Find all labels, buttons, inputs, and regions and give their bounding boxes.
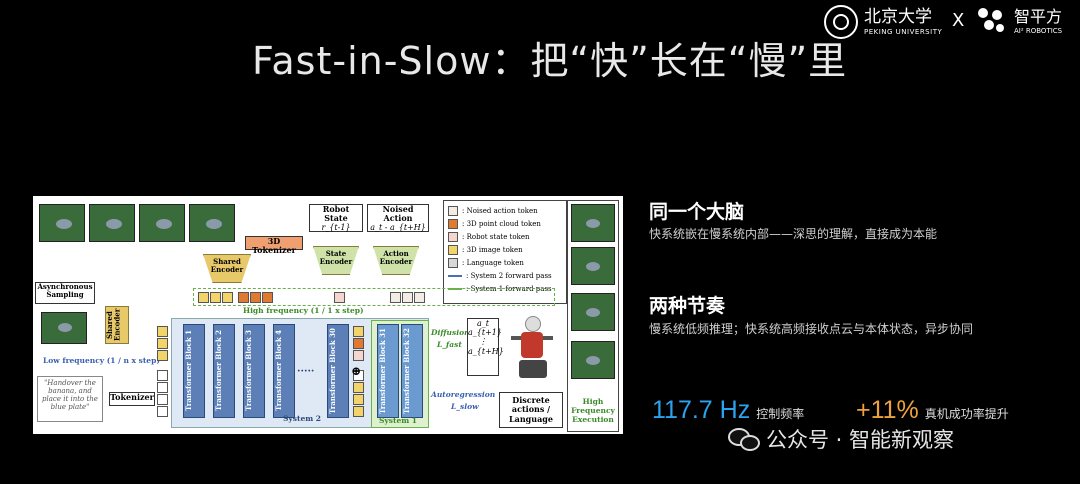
legend-swatch bbox=[448, 219, 458, 229]
legend-line bbox=[448, 275, 462, 277]
legend-item: : System 2 forward pass bbox=[448, 269, 562, 282]
system-1-label: System 1 bbox=[379, 416, 417, 425]
high-frequency-label: High frequency (1 / 1 x step) bbox=[243, 306, 364, 315]
legend-item: : Robot state token bbox=[448, 230, 562, 243]
stat1-value: 117.7 Hz bbox=[652, 396, 750, 425]
logo-separator: X bbox=[952, 10, 964, 31]
legend-swatch bbox=[448, 245, 458, 255]
low-frequency-label: Low frequency (1 / n x step) bbox=[43, 356, 160, 365]
wechat-watermark: 公众号 · 智能新观察 bbox=[728, 424, 954, 454]
ai-robotics-logo: 智平方 AI² ROBOTICS bbox=[978, 6, 1062, 38]
stat2-value: +11% bbox=[856, 396, 919, 425]
transformer-block-2: Transformer Block 2 bbox=[213, 324, 235, 418]
action-chunk-box: a_t a_{t+1} ⋮ a_{t+H} bbox=[467, 318, 499, 376]
transformer-block-4: Transformer Block 4 bbox=[273, 324, 295, 418]
pku-logo: 北京大学 PEKING UNIVERSITY bbox=[824, 6, 942, 38]
ai-robotics-name-en: AI² ROBOTICS bbox=[1014, 28, 1062, 35]
pku-name-cn: 北京大学 bbox=[864, 9, 942, 26]
diffusion-label: Diffusion bbox=[431, 328, 470, 337]
execution-frame-column: High Frequency Execution bbox=[567, 200, 619, 432]
ai-robotics-mark-icon bbox=[978, 8, 1008, 36]
section1-desc: 快系统嵌在慢系统内部——深思的理解，直接成为本能 bbox=[649, 225, 937, 242]
instruction-text: "Handover the banana, and place it into … bbox=[37, 376, 103, 422]
async-sampling-box: Asynchronous Sampling bbox=[35, 282, 95, 304]
transformer-block-30: Transformer Block 30 bbox=[327, 324, 349, 418]
slide-title: Fast-in-Slow：把“快”长在“慢”里 bbox=[252, 30, 847, 85]
noised-action-symbol: a_t - a_{t+H} bbox=[368, 223, 428, 232]
shared-encoder-top: Shared Encoder bbox=[203, 254, 251, 283]
robot-illustration bbox=[511, 316, 555, 380]
add-operator-icon: ⊕ bbox=[351, 364, 361, 378]
pku-seal-icon bbox=[824, 5, 858, 39]
shared-encoder-left: Shared Encoder bbox=[105, 306, 129, 344]
legend-item: : Noised action token bbox=[448, 204, 562, 217]
camera-frame bbox=[39, 204, 85, 242]
section1-title: 同一个大脑 bbox=[649, 197, 744, 224]
legend-item: : Language token bbox=[448, 256, 562, 269]
ai-robotics-name-cn: 智平方 bbox=[1014, 9, 1062, 25]
section2-title: 两种节奏 bbox=[649, 291, 725, 318]
camera-frame bbox=[139, 204, 185, 242]
action-item: a_{t+H} bbox=[468, 347, 498, 356]
camera-frame bbox=[41, 312, 87, 344]
3d-tokenizer-box: 3D Tokenizer bbox=[245, 236, 303, 250]
l-slow-label: L_slow bbox=[451, 402, 479, 411]
high-frequency-execution-label: High Frequency Execution bbox=[570, 397, 616, 424]
ellipsis: ····· bbox=[297, 366, 314, 377]
noised-action-label: Noised Action bbox=[368, 205, 428, 223]
transformer-block-32: Transformer Block 32 bbox=[401, 324, 423, 418]
input-token-column bbox=[157, 326, 167, 418]
camera-frame bbox=[189, 204, 235, 242]
wechat-icon bbox=[728, 428, 760, 450]
discrete-actions-box: Discrete actions / Language bbox=[499, 392, 563, 428]
robot-state-symbol: r_{t-1} bbox=[310, 223, 362, 232]
system-2-label: System 2 bbox=[283, 414, 321, 423]
stat-success-rate: +11% 真机成功率提升 bbox=[856, 396, 1009, 425]
robot-state-label: Robot State bbox=[310, 205, 362, 223]
noised-action-box: Noised Action a_t - a_{t+H} bbox=[367, 204, 429, 232]
stat2-label: 真机成功率提升 bbox=[925, 405, 1009, 422]
section2-desc: 慢系统低频推理；快系统高频接收点云与本体状态，异步协同 bbox=[649, 320, 973, 337]
l-fast-label: L_fast bbox=[437, 340, 462, 349]
stat-control-frequency: 117.7 Hz 控制频率 bbox=[652, 396, 804, 425]
watermark-text: 公众号 · 智能新观察 bbox=[766, 424, 954, 454]
legend-swatch bbox=[448, 232, 458, 242]
robot-state-box: Robot State r_{t-1} bbox=[309, 204, 363, 232]
state-encoder: State Encoder bbox=[313, 246, 359, 275]
legend-swatch bbox=[448, 206, 458, 216]
pku-name-en: PEKING UNIVERSITY bbox=[864, 29, 942, 36]
action-encoder: Action Encoder bbox=[373, 246, 419, 275]
architecture-figure: 3D Tokenizer Shared Encoder Robot State … bbox=[33, 196, 623, 434]
stat1-label: 控制频率 bbox=[756, 405, 804, 422]
transformer-block-3: Transformer Block 3 bbox=[243, 324, 265, 418]
tokenizer-box: Tokenizer bbox=[109, 392, 155, 406]
action-item: a_{t+1} bbox=[468, 328, 498, 337]
autoregression-label: Autoregression bbox=[431, 390, 495, 399]
legend-item: : 3D point cloud token bbox=[448, 217, 562, 230]
action-item: a_t bbox=[468, 319, 498, 328]
high-frequency-token-row bbox=[193, 288, 555, 306]
camera-frame bbox=[89, 204, 135, 242]
action-item: ⋮ bbox=[468, 337, 498, 346]
transformer-block-31: Transformer Block 31 bbox=[377, 324, 399, 418]
legend-item: : 3D image token bbox=[448, 243, 562, 256]
transformer-block-1: Transformer Block 1 bbox=[183, 324, 205, 418]
legend-swatch bbox=[448, 258, 458, 268]
